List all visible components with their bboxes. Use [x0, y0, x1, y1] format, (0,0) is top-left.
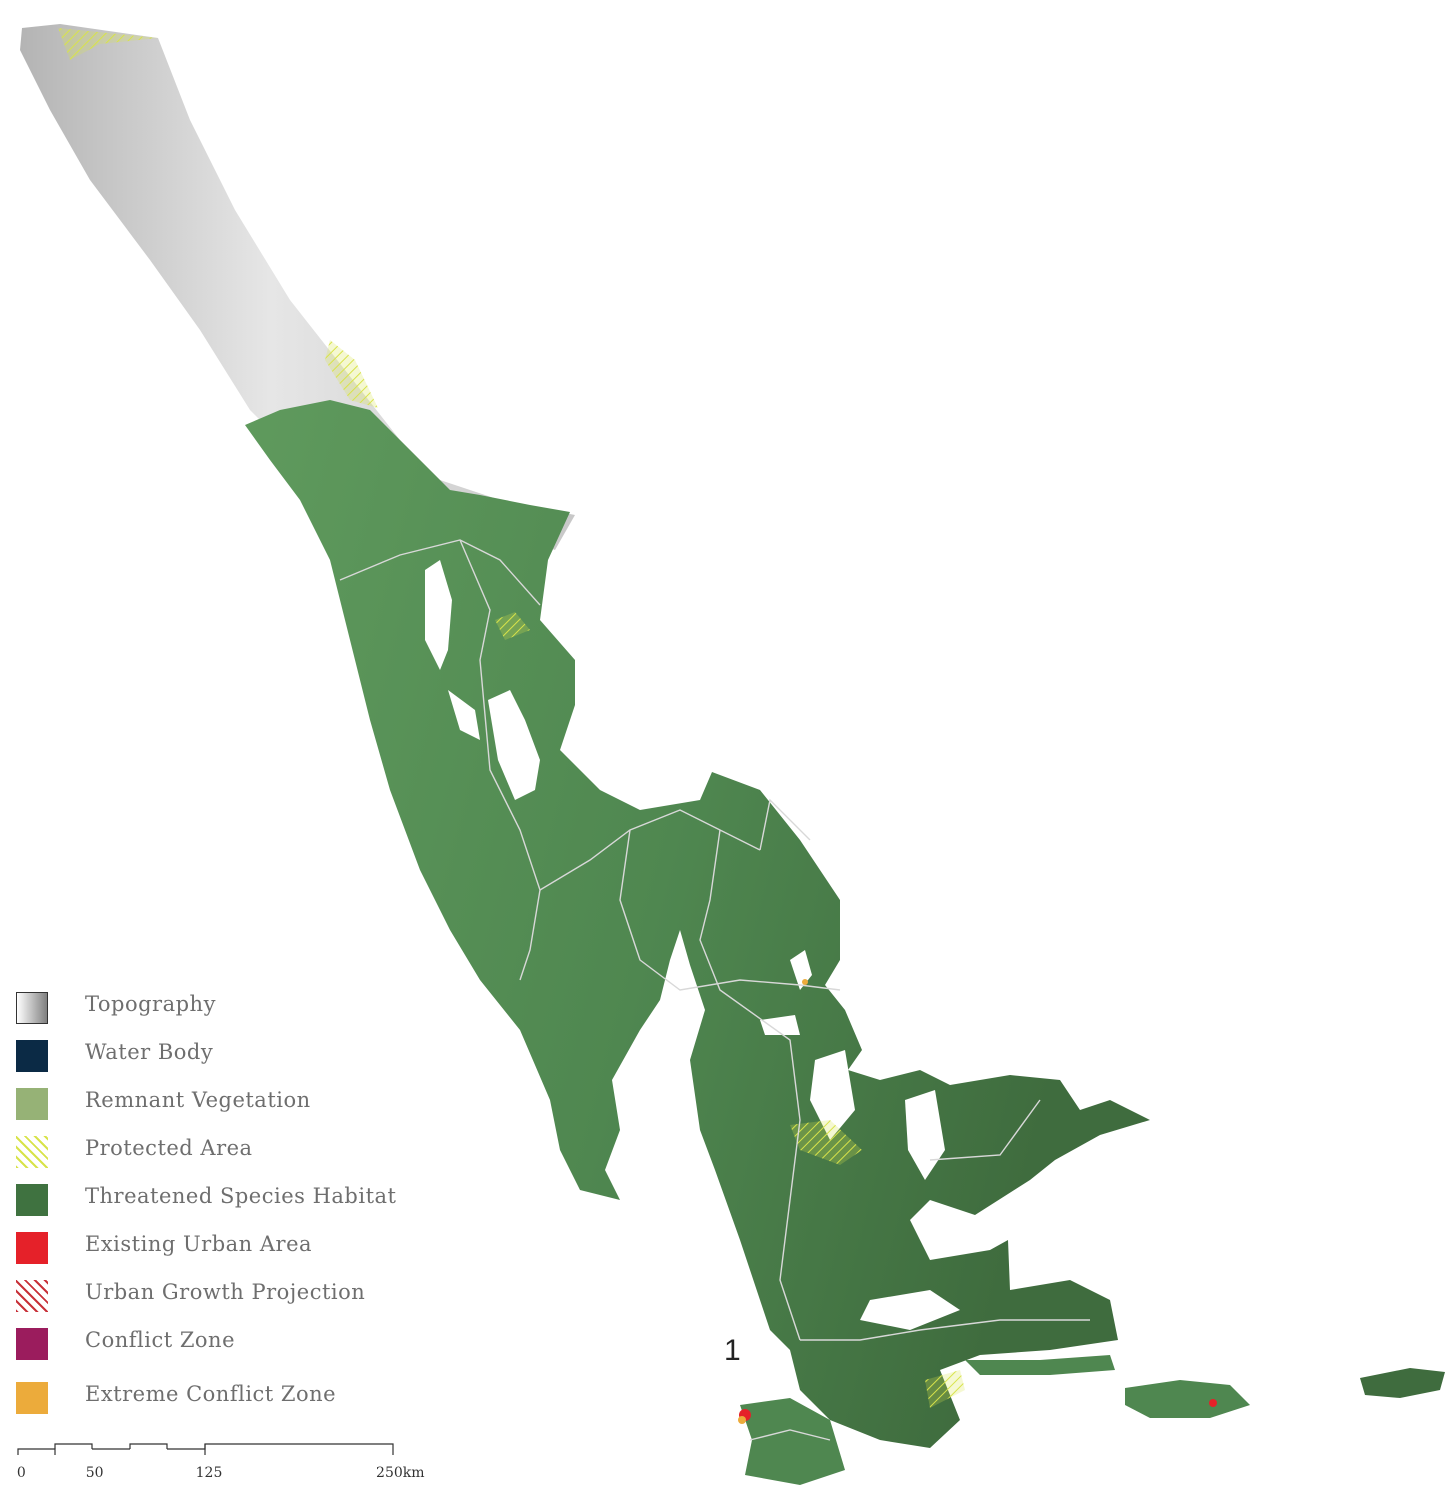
island [965, 1355, 1115, 1375]
urban-area-icon [16, 1232, 48, 1264]
clearing [760, 1015, 800, 1035]
legend-item-existing-urban-area: Existing Urban Area [16, 1230, 312, 1266]
scale-tick-label: 0 [16, 1465, 26, 1481]
legend-item-topography: Topography [16, 990, 215, 1026]
legend-label: Conflict Zone [85, 1328, 236, 1352]
legend-item-conflict-zone: Conflict Zone [16, 1326, 235, 1362]
clearing [425, 560, 452, 670]
legend-label: Extreme Conflict Zone [85, 1382, 337, 1406]
protected-area [58, 28, 158, 60]
scale-bar-graphic [17, 1443, 394, 1455]
protected-area [925, 1370, 965, 1408]
water-body-icon [16, 1040, 48, 1072]
topography-gradient-icon [16, 992, 48, 1024]
extreme-conflict-zone-icon [16, 1382, 48, 1414]
legend-label: Protected Area [85, 1136, 253, 1160]
legend-item-remnant-vegetation: Remnant Vegetation [16, 1086, 310, 1122]
scale-bar: 0 50 125 250km [16, 1445, 446, 1495]
legend-label: Threatened Species Habitat [85, 1184, 397, 1208]
clearing [488, 690, 540, 800]
site-label: 1 [724, 1334, 741, 1367]
clearing [905, 1090, 945, 1180]
habitat-mainland [245, 400, 1150, 1448]
legend-label: Water Body [85, 1040, 214, 1064]
road-network [339, 539, 1090, 1441]
island [1125, 1380, 1250, 1418]
island [740, 1398, 845, 1485]
legend-item-extreme-conflict-zone: Extreme Conflict Zone [16, 1380, 336, 1416]
extreme-conflict-marker [802, 979, 808, 985]
protected-area [790, 1120, 862, 1165]
urban-area-marker [1209, 1399, 1217, 1407]
legend-label: Topography [85, 992, 216, 1016]
conflict-zone-icon [16, 1328, 48, 1360]
urban-growth-hatch-icon [16, 1280, 48, 1312]
legend-item-urban-growth-projection: Urban Growth Projection [16, 1278, 365, 1314]
island [1360, 1368, 1445, 1398]
remnant-vegetation-icon [16, 1088, 48, 1120]
legend-label: Existing Urban Area [85, 1232, 313, 1256]
scale-tick-label: 125 [195, 1465, 223, 1481]
topography-region [20, 24, 575, 550]
protected-area [325, 340, 378, 408]
scale-tick-label: 50 [85, 1465, 104, 1481]
clearing [448, 690, 480, 740]
legend-item-water-body: Water Body [16, 1038, 213, 1074]
legend-label: Urban Growth Projection [85, 1280, 366, 1304]
legend-label: Remnant Vegetation [85, 1088, 311, 1112]
protected-area [495, 612, 530, 640]
clearing [860, 1290, 960, 1330]
extreme-conflict-marker [738, 1416, 746, 1424]
threatened-habitat-icon [16, 1184, 48, 1216]
scale-tick-label: 250km [376, 1465, 425, 1481]
clearing [810, 1050, 855, 1140]
protected-area-hatch-icon [16, 1136, 48, 1168]
legend-item-protected-area: Protected Area [16, 1134, 252, 1170]
legend-item-threatened-habitat: Threatened Species Habitat [16, 1182, 396, 1218]
